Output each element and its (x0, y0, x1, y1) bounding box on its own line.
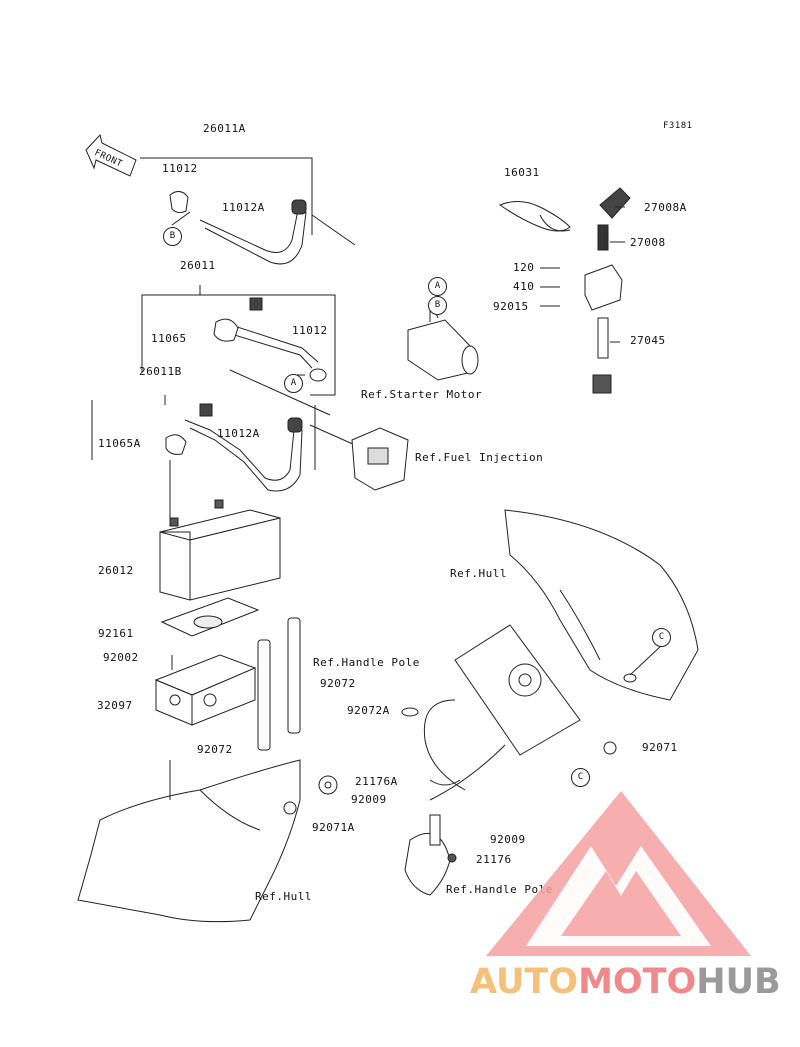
part-32097: 32097 (97, 699, 133, 712)
callout-C-right: C (571, 768, 590, 787)
part-26012: 26012 (98, 564, 134, 577)
part-120: 120 (513, 261, 535, 274)
watermark-auto: AUTO (470, 962, 579, 1002)
ref-handle-pole-upper: Ref.Handle Pole (313, 656, 420, 669)
callout-B-left: B (163, 227, 182, 246)
part-16031: 16031 (504, 166, 540, 179)
fuel-injection-bracket (351, 427, 409, 491)
part-11065A: 11065A (98, 437, 141, 450)
hull-upper (504, 509, 699, 701)
ref-hull-lower: Ref.Hull (255, 890, 312, 903)
front-arrow-icon (85, 133, 137, 177)
part-92009-a: 92009 (351, 793, 387, 806)
battery-case-32097 (154, 654, 257, 726)
starter-motor (407, 310, 479, 381)
part-92002: 92002 (103, 651, 139, 664)
ref-starter-motor: Ref.Starter Motor (361, 388, 483, 401)
watermark-text: AUTOMOTOHUB (470, 962, 781, 1002)
ref-handle-pole-lower: Ref.Handle Pole (446, 883, 553, 896)
part-11012-mid: 11012 (292, 324, 328, 337)
ref-hull-upper: Ref.Hull (450, 567, 507, 580)
callout-C-hull: C (652, 628, 671, 647)
key-27008 (597, 224, 609, 251)
cable-26011A (169, 191, 307, 265)
part-92072-right: 92072 (320, 677, 356, 690)
part-11012-top: 11012 (162, 162, 198, 175)
watermark-moto: MOTO (578, 962, 697, 1002)
handle-pole-plate (429, 624, 581, 801)
part-410: 410 (513, 280, 535, 293)
watermark-hub: HUB (696, 962, 781, 1002)
ref-fuel-injection: Ref.Fuel Injection (415, 451, 544, 464)
part-11012A-mid: 11012A (217, 427, 260, 440)
part-92015: 92015 (493, 300, 529, 313)
part-11065: 11065 (151, 332, 187, 345)
callout-B-starter: B (428, 296, 447, 315)
watermark-logo (486, 791, 751, 956)
figure-code: F3181 (663, 121, 693, 131)
part-92071A: 92071A (312, 821, 355, 834)
switch-27045 (584, 264, 623, 394)
part-27008: 27008 (630, 236, 666, 249)
part-92161: 92161 (98, 627, 134, 640)
battery-26012 (159, 499, 281, 601)
part-92072A: 92072A (347, 704, 390, 717)
cable-26011 (213, 297, 327, 382)
handle-pole-lower (404, 814, 457, 896)
key-lanyard-16031 (498, 201, 571, 232)
part-92071: 92071 (642, 741, 678, 754)
part-26011A: 26011A (203, 122, 246, 135)
part-27045: 27045 (630, 334, 666, 347)
part-21176: 21176 (476, 853, 512, 866)
part-92009-b: 92009 (490, 833, 526, 846)
part-26011: 26011 (180, 259, 216, 272)
battery-pad-92161 (160, 597, 260, 637)
part-92072-left: 92072 (197, 743, 233, 756)
cable-26011B (165, 403, 303, 492)
key-27008A (599, 187, 631, 219)
hull-lower (77, 759, 338, 923)
part-26011B: 26011B (139, 365, 182, 378)
part-27008A: 27008A (644, 201, 687, 214)
strap-92072-right (287, 617, 301, 734)
strap-92072-left (257, 639, 271, 751)
part-21176A: 21176A (355, 775, 398, 788)
wire-harness (401, 699, 466, 791)
part-11012A-top: 11012A (222, 201, 265, 214)
callout-A-mid: A (284, 374, 303, 393)
callout-A-starter: A (428, 277, 447, 296)
